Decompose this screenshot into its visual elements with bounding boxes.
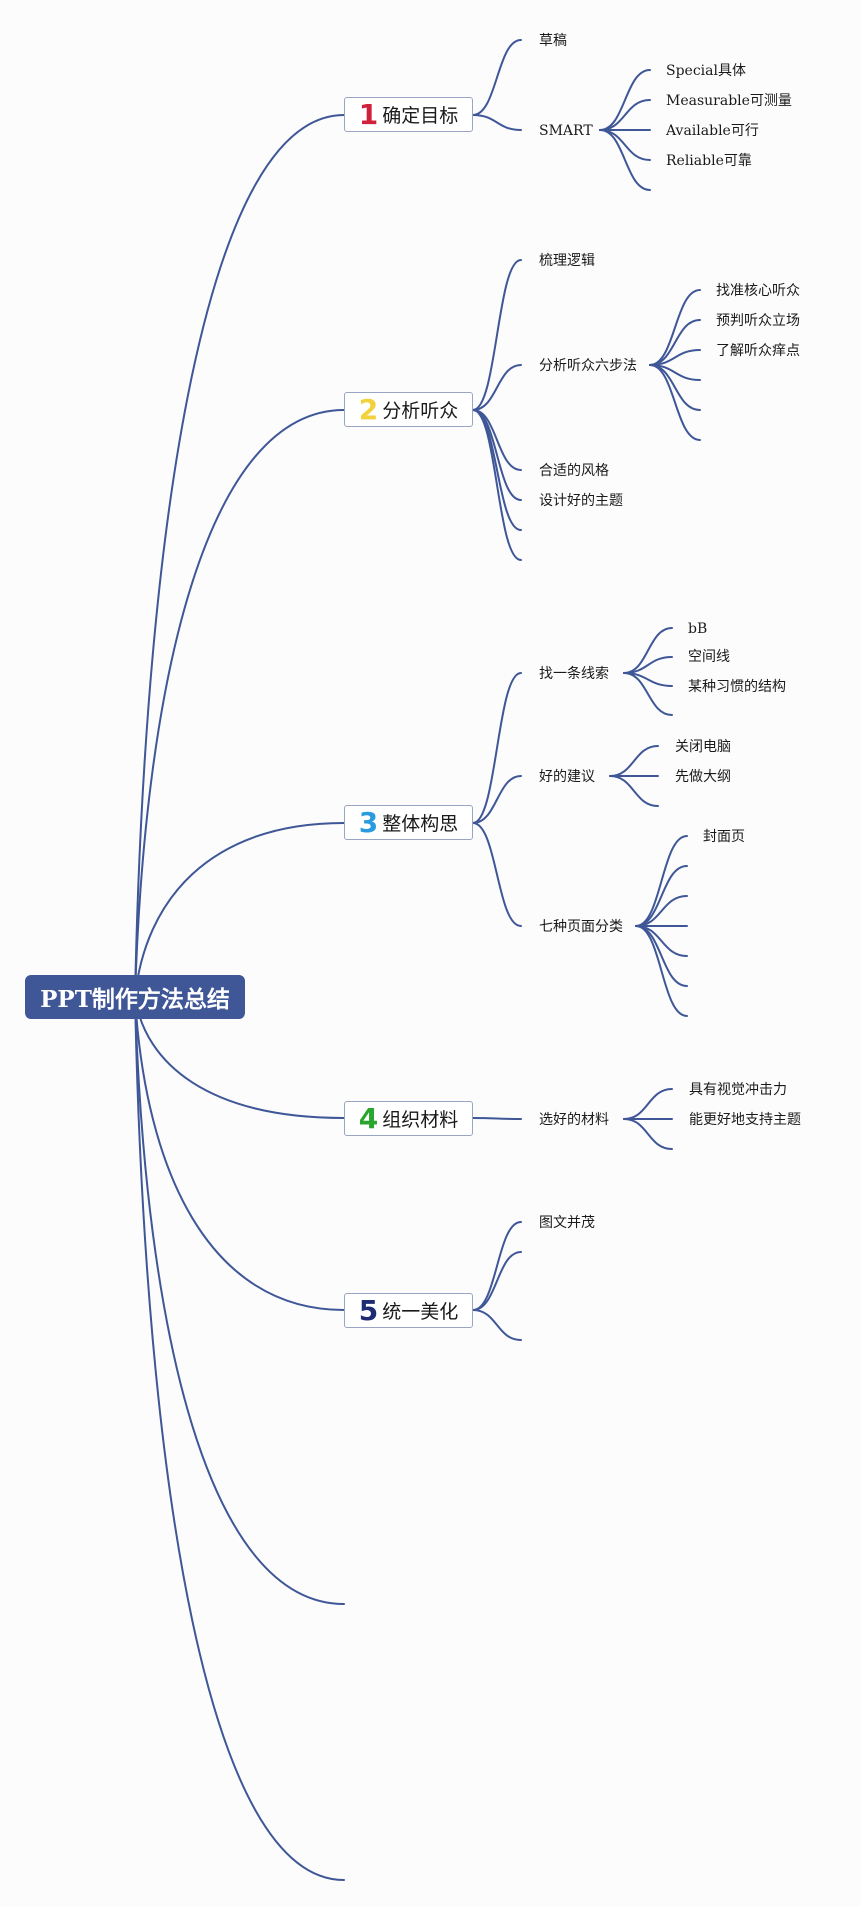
node-reliable[interactable]: Reliable可靠 bbox=[666, 153, 752, 169]
node-smart[interactable]: SMART bbox=[539, 123, 593, 139]
smart-line bbox=[599, 129, 651, 161]
node-logic[interactable]: 梳理逻辑 bbox=[539, 253, 595, 269]
root-branch-line bbox=[134, 114, 345, 998]
node-support-theme[interactable]: 能更好地支持主题 bbox=[689, 1112, 801, 1128]
node-special[interactable]: Special具体 bbox=[666, 63, 746, 79]
node-advice[interactable]: 好的建议 bbox=[539, 769, 595, 785]
node-space-line[interactable]: 空间线 bbox=[688, 649, 730, 665]
topic-number: 1 bbox=[358, 97, 379, 131]
node-core-audience[interactable]: 找准核心听众 bbox=[716, 283, 800, 299]
topic3-line bbox=[472, 775, 522, 824]
node-cover-page[interactable]: 封面页 bbox=[703, 829, 745, 845]
root-branch-line bbox=[134, 996, 345, 1119]
node-six-steps[interactable]: 分析听众六步法 bbox=[539, 358, 637, 374]
topic-label: 确定目标 bbox=[382, 105, 459, 127]
topic-node-4[interactable]: 4 组织材料 bbox=[344, 1101, 473, 1136]
node-close-pc[interactable]: 关闭电脑 bbox=[675, 739, 731, 755]
node-measurable[interactable]: Measurable可测量 bbox=[666, 93, 792, 109]
topic3-line bbox=[472, 672, 522, 824]
topic5-line bbox=[472, 1251, 522, 1311]
six-steps-line bbox=[649, 289, 701, 366]
topic5-line bbox=[472, 1309, 522, 1341]
clue-line bbox=[623, 672, 673, 716]
node-outline-first[interactable]: 先做大纲 bbox=[675, 769, 731, 785]
topic-label: 组织材料 bbox=[382, 1109, 459, 1131]
materials-line bbox=[623, 1118, 673, 1150]
advice-line bbox=[609, 775, 659, 807]
topic-label: 整体构思 bbox=[382, 813, 459, 835]
topic-label: 统一美化 bbox=[382, 1301, 459, 1323]
node-bb[interactable]: bB bbox=[688, 621, 708, 637]
page-types-line bbox=[635, 835, 688, 927]
advice-line bbox=[609, 745, 659, 777]
node-materials[interactable]: 选好的材料 bbox=[539, 1112, 609, 1128]
root-label: PPT制作方法总结 bbox=[40, 986, 230, 1013]
root-branch-line bbox=[134, 822, 345, 998]
node-clue[interactable]: 找一条线索 bbox=[539, 666, 609, 682]
node-draft[interactable]: 草稿 bbox=[539, 33, 567, 49]
node-pic-text[interactable]: 图文并茂 bbox=[539, 1215, 595, 1231]
topic5-line bbox=[472, 1221, 522, 1311]
smart-line bbox=[599, 69, 651, 131]
topic-number: 3 bbox=[358, 805, 379, 839]
topic4-line bbox=[472, 1117, 522, 1120]
root-node[interactable]: PPT制作方法总结 bbox=[25, 975, 245, 1019]
topic2-line bbox=[472, 364, 522, 411]
topic-node-3[interactable]: 3 整体构思 bbox=[344, 805, 473, 840]
materials-line bbox=[623, 1088, 673, 1120]
node-habit-structure[interactable]: 某种习惯的结构 bbox=[688, 679, 786, 695]
topic-label: 分析听众 bbox=[382, 400, 459, 422]
topic2-line bbox=[472, 259, 522, 411]
node-audience-itch[interactable]: 了解听众痒点 bbox=[716, 343, 800, 359]
node-visual-impact[interactable]: 具有视觉冲击力 bbox=[689, 1082, 787, 1098]
topic-number: 2 bbox=[358, 392, 379, 426]
node-available[interactable]: Available可行 bbox=[666, 123, 759, 139]
topic-node-1[interactable]: 1 确定目标 bbox=[344, 97, 473, 132]
topic-number: 5 bbox=[358, 1293, 379, 1327]
smart-line bbox=[599, 99, 651, 131]
root-branch-line bbox=[134, 409, 345, 998]
topic2-line bbox=[472, 409, 522, 531]
topic2-line bbox=[472, 409, 522, 471]
page-types-line bbox=[635, 925, 688, 987]
six-steps-line bbox=[649, 364, 701, 441]
topic-node-2[interactable]: 2 分析听众 bbox=[344, 392, 473, 427]
node-audience-stance[interactable]: 预判听众立场 bbox=[716, 313, 800, 329]
clue-line bbox=[623, 627, 673, 674]
topic2-line bbox=[472, 409, 522, 561]
smart-line bbox=[599, 129, 651, 191]
root-branch-line bbox=[134, 996, 345, 1881]
page-types-line bbox=[635, 925, 688, 1017]
topic3-line bbox=[472, 822, 522, 927]
topic1-line bbox=[472, 114, 522, 131]
root-branch-line bbox=[134, 996, 345, 1311]
topic1-line bbox=[472, 39, 522, 116]
page-types-line bbox=[635, 865, 688, 927]
node-theme[interactable]: 设计好的主题 bbox=[539, 493, 623, 509]
root-branch-line bbox=[134, 996, 345, 1605]
node-page-types[interactable]: 七种页面分类 bbox=[539, 919, 623, 935]
topic-node-5[interactable]: 5 统一美化 bbox=[344, 1293, 473, 1328]
topic-number: 4 bbox=[358, 1101, 379, 1135]
node-style[interactable]: 合适的风格 bbox=[539, 463, 609, 479]
